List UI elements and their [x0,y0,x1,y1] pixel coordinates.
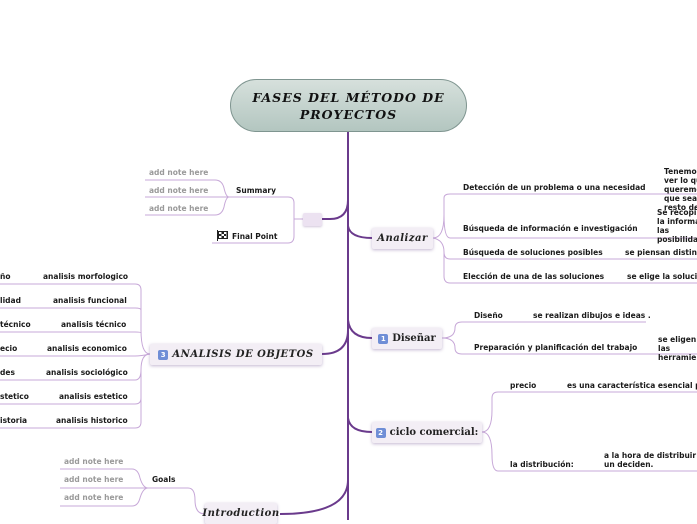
empty-topic[interactable] [303,213,322,226]
analisis-item-7-cut[interactable]: istoria [0,416,28,425]
analisis-item-4-cut[interactable]: ecio [0,344,18,353]
branch-ciclo-comercial[interactable]: 2 ciclo comercial: [372,422,482,443]
analisis-item-4[interactable]: analisis economico [47,344,127,353]
branch-introduction-label: Introduction [202,508,280,519]
analisis-item-2[interactable]: analisis funcional [53,296,127,305]
disenar-item-2-detail[interactable]: se eligen las herramientas [658,335,697,362]
analizar-item-2[interactable]: Búsqueda de información e investigación [463,224,638,233]
branch-ciclo-label: ciclo comercial: [389,427,479,438]
summary-note-1[interactable]: add note here [149,168,209,177]
disenar-item-1[interactable]: Diseño [474,311,503,320]
summary-topic[interactable]: Summary [236,186,277,195]
analisis-item-3-cut[interactable]: técnico [0,320,31,329]
analisis-item-3[interactable]: analisis técnico [61,320,127,329]
disenar-item-1-detail[interactable]: se realizan dibujos e ideas . [533,311,651,320]
ciclo-item-1[interactable]: precio [510,381,537,390]
summary-note-2[interactable]: add note here [149,186,209,195]
goals-note-3[interactable]: add note here [64,493,124,502]
checkered-flag-pole [217,230,218,241]
analisis-item-7[interactable]: analisis historico [56,416,128,425]
branch-analizar-label: Analizar [377,233,428,244]
priority-badge-icon: 2 [375,427,386,438]
analizar-item-4[interactable]: Elección de una de las soluciones [463,272,605,281]
checkered-flag-icon [218,231,228,239]
branch-disenar-label: Diseñar [392,333,436,344]
goals-note-2[interactable]: add note here [64,475,124,484]
branch-analisis-label: ANALISIS DE OBJETOS [172,349,314,360]
ciclo-item-1-detail[interactable]: es una característica esencial para [567,381,697,390]
analisis-item-5-cut[interactable]: des [0,368,15,377]
priority-badge-icon: 3 [158,349,169,360]
ciclo-item-2[interactable]: la distribución: [510,460,574,469]
analisis-item-6[interactable]: analisis estetico [59,392,128,401]
branch-analizar[interactable]: Analizar [372,228,433,249]
summary-note-3[interactable]: add note here [149,204,209,213]
central-topic-title: FASES DEL MÉTODO DE PROYECTOS [252,89,445,122]
analisis-item-1-cut[interactable]: ño [0,272,11,281]
branch-analisis-objetos[interactable]: 3 ANALISIS DE OBJETOS [150,344,322,365]
analisis-item-6-cut[interactable]: stetico [0,392,29,401]
analizar-item-3[interactable]: Búsqueda de soluciones posibles [463,248,603,257]
disenar-item-2[interactable]: Preparación y planificación del trabajo [474,343,638,352]
priority-badge-icon: 1 [378,333,389,344]
analizar-item-4-detail[interactable]: se elige la solución [627,272,697,281]
analizar-item-3-detail[interactable]: se piensan distintas [625,248,697,257]
analisis-item-2-cut[interactable]: lidad [0,296,21,305]
goals-note-1[interactable]: add note here [64,457,124,466]
analisis-item-1[interactable]: analisis morfologico [43,272,129,281]
branch-introduction[interactable]: Introduction [202,503,280,524]
analisis-item-5[interactable]: analisis sociológico [46,368,128,377]
final-point-topic[interactable]: Final Point [232,232,278,241]
ciclo-item-2-detail[interactable]: a la hora de distribuir un deciden. [604,451,697,469]
analizar-item-1[interactable]: Detección de un problema o una necesidad [463,183,646,192]
analizar-item-1-detail[interactable]: Tenemos que ver lo que queremos y lo que… [664,167,697,212]
branch-disenar[interactable]: 1 Diseñar [372,328,442,349]
central-topic[interactable]: FASES DEL MÉTODO DE PROYECTOS [230,79,467,132]
goals-topic[interactable]: Goals [152,475,176,484]
